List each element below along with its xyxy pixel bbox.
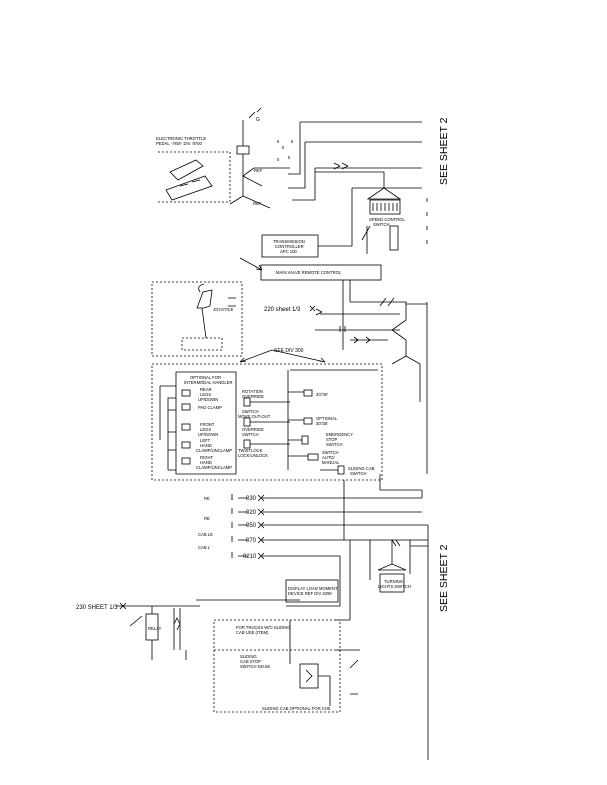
- bus-lines: [231, 494, 428, 560]
- connector-050: 050: [246, 523, 257, 529]
- sliding-stop-3: SWITCH NO.66: [240, 664, 270, 669]
- right-switch-5-a: SLIDING CAB: [348, 466, 375, 471]
- bus-tag-1: RE: [204, 496, 210, 501]
- left-switch-1-b: LEGS: [200, 392, 211, 397]
- connector-030: 030: [246, 496, 257, 502]
- throttle-label-1: ELECTRONIC THROTTLE: [156, 136, 206, 141]
- joystick-label: JOYSTICK: [213, 307, 234, 312]
- throttle-pedal: [158, 151, 231, 203]
- right-switch-5-b: SWITCH: [350, 471, 367, 476]
- display-label-2: DEVICE REF DIV 3290: [288, 591, 332, 596]
- sliding-cab-panel: [213, 619, 341, 713]
- turning-lights-label-2: LIGHTS SWITCH: [378, 584, 411, 589]
- display-label-1: DISPLAY LOAD MOMENT: [288, 586, 338, 591]
- main-valve-box: [260, 264, 382, 281]
- left-switch-3-a: FRONT: [200, 422, 215, 427]
- left-switch-3-b: LEGS: [200, 427, 211, 432]
- trucks-note-2: CAB USE (ITEM): [236, 630, 269, 635]
- throttle-terminal-g: G: [256, 117, 260, 123]
- right-switch-1-a: 20'/40': [316, 392, 328, 397]
- middle-switch-1-a: ROTATION: [242, 389, 263, 394]
- right-switch-3-a: EMERGENCY: [326, 432, 353, 437]
- left-switch-1-c: UP/DOWN: [198, 397, 218, 402]
- top-wire-4: [288, 142, 306, 189]
- transmission-label-3: APC 100: [280, 249, 297, 254]
- left-switch-5-b: HAND: [200, 460, 212, 465]
- middle-switch-3-a: TWISTLOCK: [238, 448, 263, 453]
- middle-switch-3-b: LOCK/UNLOCK: [238, 453, 268, 458]
- left-switch-4-b: HAND: [200, 443, 212, 448]
- transmission-label-2: CONTROLLER: [275, 244, 304, 249]
- top-wire-6: [292, 168, 316, 201]
- left-switch-5-a: RIGHT: [200, 455, 213, 460]
- connector-070: 070: [246, 538, 257, 544]
- see-sheet-top: SEE SHEET 2: [438, 117, 450, 185]
- trucks-note-1: FOR TRUCKS W/O SLIDING: [236, 625, 291, 630]
- middle-switch-2-a: MOVE OUT-OUT: [238, 414, 271, 419]
- joystick: [151, 281, 243, 357]
- main-valve-arrow: [239, 257, 263, 271]
- left-switch-symbols: [181, 389, 191, 465]
- right-switch-3-c: SWITCH: [326, 442, 343, 447]
- throttle-label-2: PEDAL - REF. DIV. 9700: [156, 141, 202, 146]
- right-switch-4-c: MANUAL: [322, 460, 340, 465]
- ref-label-2: REF: [253, 201, 262, 206]
- right-switch-4-a: SWITCH: [322, 450, 339, 455]
- turning-lights-switch: [377, 540, 407, 593]
- left-switch-4-a: LEFT: [200, 438, 211, 443]
- right-switch-2-b: 30'/35': [316, 421, 328, 426]
- sliding-optional-label: SLIDING CAB OPTIONAL FOR CH5: [262, 706, 331, 711]
- left-switch-5-c: CLAMP/UNCLAMP: [196, 465, 232, 470]
- bus-tag-3: CAB LE: [198, 532, 213, 537]
- middle-switch-1-c: SWITCH: [242, 409, 259, 414]
- speed-control-label-2: SWITCH: [373, 222, 390, 227]
- right-switch-3-b: STOP: [326, 437, 338, 442]
- speed-control-switch: [315, 171, 402, 251]
- ref-220-label: 220 sheet 1/3: [264, 307, 301, 313]
- connector-0210: 0210: [243, 554, 257, 560]
- sliding-cab-switch: [299, 663, 319, 689]
- bus-tag-2: RE: [204, 516, 210, 521]
- top-arrows: [333, 162, 349, 170]
- middle-switch-2-b: OVERRIDE: [242, 427, 264, 432]
- right-switch-2-a: OPTIONAL: [316, 416, 338, 421]
- bus-tag-4: CAB L: [198, 545, 211, 550]
- see-div-arrows: [239, 349, 326, 363]
- see-div-label: SEE DIV 300: [274, 348, 304, 354]
- connector-020: 020: [246, 510, 257, 516]
- see-sheet-bottom: SEE SHEET 2: [438, 544, 450, 612]
- left-switch-3-c: UP/DOWN: [198, 432, 218, 437]
- throttle-connector: [236, 145, 250, 155]
- sliding-stop-2: CAB STOP: [240, 659, 261, 664]
- ref-label-1: REF: [254, 168, 263, 173]
- right-switch-4-b: AUTO/: [322, 455, 336, 460]
- middle-switch-2-c: SWITCH: [242, 432, 259, 437]
- transmission-label-1: TRANSMISSION: [273, 239, 305, 244]
- top-wire-2: [288, 122, 301, 175]
- optional-header-1: OPTIONAL FOR: [190, 375, 221, 380]
- middle-switch-1-b: OVERRIDE: [242, 394, 264, 399]
- ref-230-label: 230 SHEET 1/3: [76, 605, 118, 611]
- left-switch-2-a: PAD CLAMP: [198, 405, 222, 410]
- intermodal-panel: [151, 363, 383, 481]
- display-box: [285, 579, 339, 603]
- relay-label: RELAY: [148, 626, 162, 631]
- left-switch-1-a: REAR: [200, 387, 212, 392]
- optional-header-2: INTERMODAL HANDLER: [184, 380, 232, 385]
- left-switch-4-c: CLAMP/UNCLAMP: [196, 448, 232, 453]
- dash-marks: [277, 140, 293, 161]
- turning-lights-label-1: TURNING: [384, 579, 403, 584]
- middle-switch-symbols: [243, 397, 251, 449]
- sliding-stop-1: SLIDING: [240, 654, 257, 659]
- main-valve-label: MAIN VALVE REMOTE CONTROL: [276, 270, 342, 275]
- speed-control-label-1: SPEED CONTROL: [369, 217, 406, 222]
